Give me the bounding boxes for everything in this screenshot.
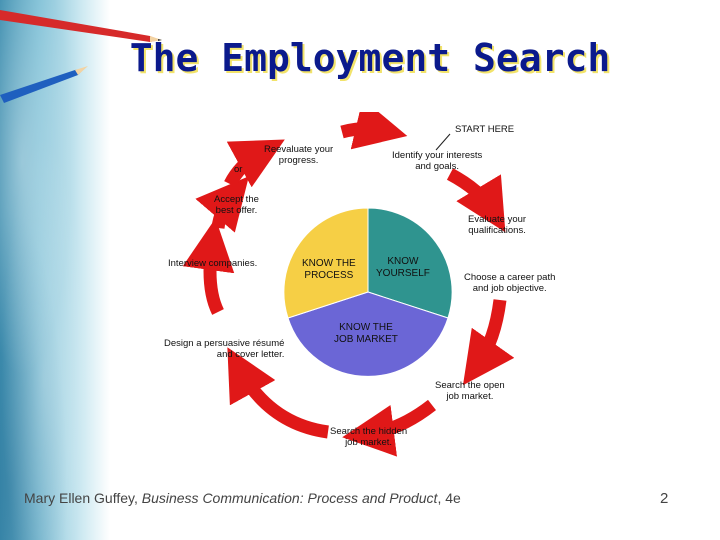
center-pie <box>283 207 453 377</box>
footer-citation: Mary Ellen Guffey, Business Communicatio… <box>24 490 461 506</box>
start-here-label: START HERE <box>455 124 515 135</box>
cycle-arrow <box>224 139 285 188</box>
blue-pencil-icon <box>0 66 88 103</box>
cycle-arrow <box>227 347 330 439</box>
cycle-arrow <box>462 299 515 386</box>
cycle-arrow <box>446 168 506 233</box>
footer-author: Mary Ellen Guffey, <box>24 490 142 506</box>
cycle-graphic <box>182 112 515 457</box>
red-pencil-icon <box>0 10 162 42</box>
page-number: 2 <box>660 490 669 507</box>
pencils-decoration <box>0 10 162 103</box>
footer-edition: , 4e <box>437 490 461 506</box>
footer-book-title: Business Communication: Process and Prod… <box>141 490 438 506</box>
step-label: Interview companies. <box>168 258 258 269</box>
start-pointer <box>435 133 451 151</box>
slide-title: The Employment Search <box>129 36 611 80</box>
cycle-arrow <box>342 399 437 457</box>
cycle-arrow <box>182 218 235 315</box>
cycle-arrow <box>195 176 249 233</box>
step-label: or <box>234 164 243 175</box>
cycle-arrow <box>340 112 408 150</box>
